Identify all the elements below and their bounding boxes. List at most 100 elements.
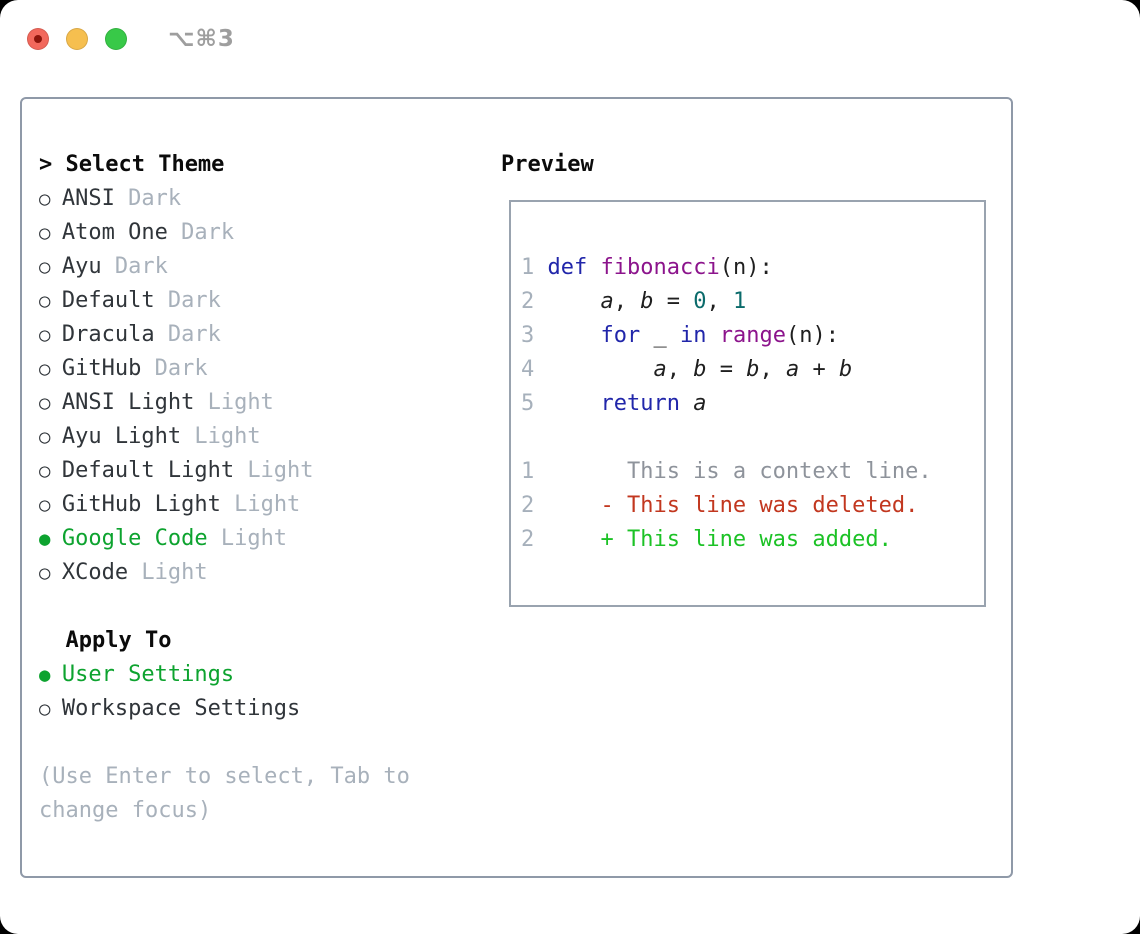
code-token-pl: , bbox=[759, 357, 786, 382]
theme-list-column: >Select Theme ○ANSI Dark○Atom One Dark○A… bbox=[39, 148, 410, 828]
code-token-pl bbox=[547, 391, 600, 416]
code-token-var: b bbox=[693, 357, 707, 382]
radio-icon: ○ bbox=[39, 562, 51, 584]
code-token-fn: fibonacci bbox=[600, 255, 720, 280]
help-hint-line-2: change focus) bbox=[39, 798, 212, 823]
theme-option-ansi[interactable]: ○ANSI Dark bbox=[39, 182, 410, 216]
theme-option-google-code[interactable]: ● Google Code Light bbox=[39, 522, 410, 556]
select-theme-title: Select Theme bbox=[65, 152, 225, 177]
theme-variant-tag: Light bbox=[141, 560, 208, 585]
theme-option-ansi-light[interactable]: ○ ANSI Light Light bbox=[39, 386, 410, 420]
apply-to-title: Apply To bbox=[65, 628, 172, 653]
code-token-fn: range bbox=[719, 323, 786, 348]
code-token-pl bbox=[680, 391, 693, 416]
radio-icon: ○ bbox=[39, 392, 51, 414]
theme-name-label: Atom One bbox=[61, 220, 168, 245]
theme-variant-tag: Dark bbox=[167, 288, 221, 313]
diff-context-line: 1 This is a context line. bbox=[521, 455, 984, 489]
theme-option-default[interactable]: ○Default Dark bbox=[39, 284, 410, 318]
radio-icon: ○ bbox=[39, 188, 51, 210]
code-token-kw: def bbox=[547, 255, 588, 280]
line-number: 3 bbox=[521, 323, 535, 348]
theme-variant-tag: Dark bbox=[114, 254, 168, 279]
code-token-num: 0 bbox=[693, 289, 707, 314]
theme-name-label: GitHub bbox=[61, 356, 142, 381]
spacer bbox=[39, 590, 410, 624]
theme-option-xcode[interactable]: ○ XCode Light bbox=[39, 556, 410, 590]
apply-options-list: ●User Settings○Workspace Settings bbox=[39, 658, 410, 726]
titlebar: ⌥⌘3 bbox=[27, 26, 235, 52]
radio-icon: ○ bbox=[39, 426, 51, 448]
code-token-pl bbox=[587, 255, 600, 280]
diff-text: + This line was added. bbox=[547, 527, 892, 552]
apply-option-user-settings[interactable]: ●User Settings bbox=[39, 658, 410, 692]
code-token-pl: + bbox=[799, 357, 839, 382]
radio-icon: ○ bbox=[39, 256, 51, 278]
code-token-pl bbox=[547, 289, 600, 314]
focus-caret-icon: > bbox=[39, 152, 53, 177]
code-token-var: b bbox=[640, 289, 654, 314]
diff-text: - This line was deleted. bbox=[547, 493, 919, 518]
theme-variant-tag: Light bbox=[220, 526, 288, 551]
minimize-button[interactable] bbox=[66, 28, 88, 50]
code-line: 2 a, b = 0, 1 bbox=[521, 285, 984, 319]
line-number: 1 bbox=[521, 459, 535, 484]
theme-variant-tag: Light bbox=[207, 390, 274, 415]
theme-name-label: Google Code bbox=[61, 526, 208, 551]
code-token-pl: (n): bbox=[719, 255, 773, 280]
select-theme-header: > Select Theme bbox=[39, 148, 410, 182]
code-token-kw: for bbox=[600, 323, 641, 348]
apply-to-header: Apply To bbox=[39, 624, 410, 658]
theme-name-label: ANSI bbox=[61, 186, 115, 211]
code-token-pl: , bbox=[706, 289, 733, 314]
code-token-var: b bbox=[838, 357, 853, 382]
code-token-var: a bbox=[653, 357, 667, 382]
theme-option-ayu-light[interactable]: ○Ayu Light Light bbox=[39, 420, 410, 454]
apply-option-workspace-settings[interactable]: ○Workspace Settings bbox=[39, 692, 410, 726]
radio-icon: ○ bbox=[39, 698, 51, 720]
theme-name-label: Ayu bbox=[61, 254, 102, 279]
line-number: 2 bbox=[521, 289, 535, 314]
code-token-pl bbox=[547, 323, 600, 348]
code-token-pl bbox=[706, 323, 719, 348]
code-token-pl: , bbox=[666, 357, 694, 382]
theme-option-default-light[interactable]: ○Default Light Light bbox=[39, 454, 410, 488]
theme-name-label: Default Light bbox=[61, 458, 235, 483]
theme-variant-tag: Dark bbox=[181, 220, 235, 245]
radio-selected-icon: ● bbox=[39, 528, 51, 550]
help-hint: (Use Enter to select, Tab to change focu… bbox=[39, 760, 410, 828]
theme-option-dracula[interactable]: ○Dracula Dark bbox=[39, 318, 410, 352]
code-token-var: a bbox=[693, 391, 707, 416]
line-number: 1 bbox=[521, 255, 535, 280]
code-token-pl bbox=[547, 357, 653, 382]
theme-option-github-light[interactable]: ○GitHub Light Light bbox=[39, 488, 410, 522]
theme-name-label: Ayu Light bbox=[61, 424, 182, 449]
line-number: 5 bbox=[521, 391, 535, 416]
close-dot-icon bbox=[34, 35, 42, 43]
code-token-num: 1 bbox=[732, 289, 747, 314]
line-number: 2 bbox=[521, 527, 535, 552]
apply-option-label: User Settings bbox=[61, 662, 235, 687]
theme-picker-panel: >Select Theme ○ANSI Dark○Atom One Dark○A… bbox=[20, 97, 1013, 878]
theme-option-atom-one[interactable]: ○Atom One Dark bbox=[39, 216, 410, 250]
line-number: 4 bbox=[521, 357, 535, 382]
window-title: ⌥⌘3 bbox=[168, 26, 235, 52]
blank-line bbox=[521, 421, 984, 455]
theme-option-github[interactable]: ○GitHub Dark bbox=[39, 352, 410, 386]
code-token-kw: in bbox=[679, 323, 707, 348]
preview-title: Preview bbox=[501, 152, 594, 177]
code-token-kw: return bbox=[600, 391, 680, 416]
theme-option-ayu[interactable]: ○ Ayu Dark bbox=[39, 250, 410, 284]
radio-icon: ○ bbox=[39, 358, 51, 380]
code-line: 4 a, b = b, a + b bbox=[521, 353, 984, 387]
maximize-button[interactable] bbox=[105, 28, 127, 50]
theme-name-label: Dracula bbox=[61, 322, 155, 347]
theme-variant-tag: Light bbox=[234, 492, 301, 517]
theme-name-label: ANSI Light bbox=[61, 390, 195, 415]
close-button[interactable] bbox=[27, 28, 49, 50]
theme-name-label: XCode bbox=[61, 560, 129, 585]
theme-name-label: GitHub Light bbox=[61, 492, 221, 517]
theme-variant-tag: Light bbox=[247, 458, 314, 483]
